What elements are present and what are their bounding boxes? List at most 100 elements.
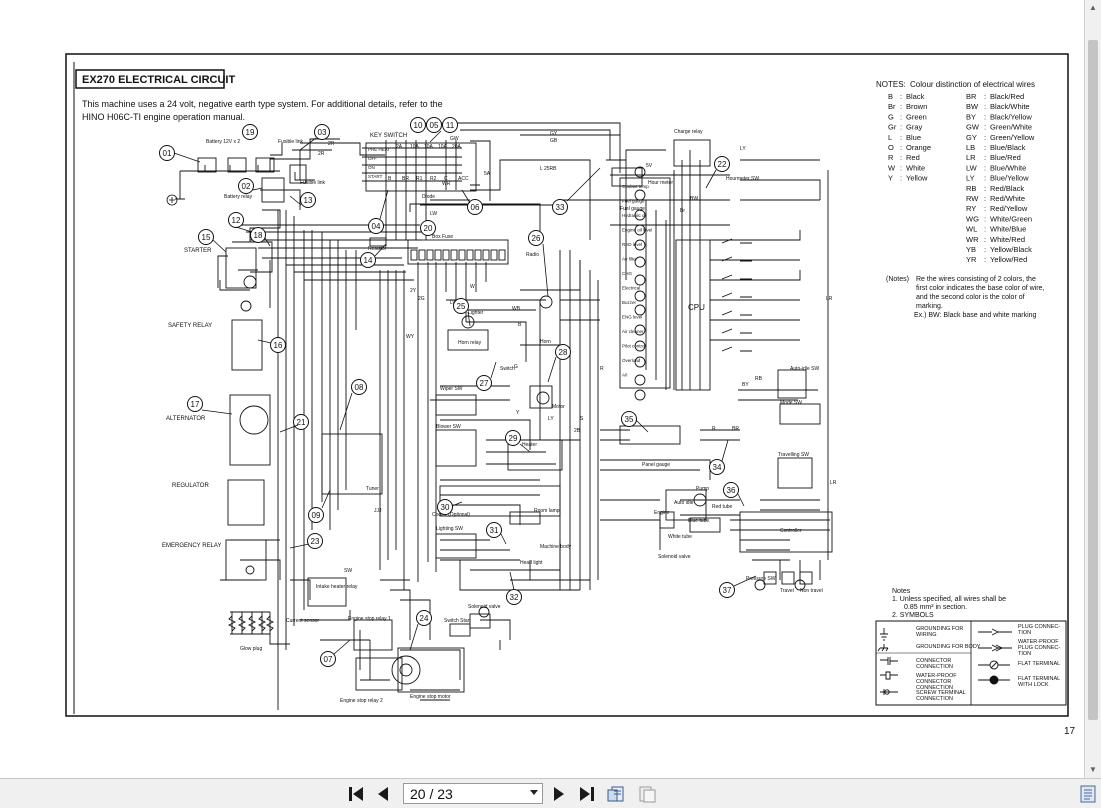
wire-color-name: Blue bbox=[906, 133, 921, 142]
fuse-cell bbox=[466, 249, 474, 261]
component-box bbox=[227, 157, 247, 173]
callout-leader bbox=[542, 243, 549, 297]
component-label-non-travel: Non travel bbox=[800, 588, 823, 594]
callout-leader bbox=[566, 167, 601, 202]
component-box bbox=[777, 457, 813, 489]
two-page-view-button[interactable] bbox=[636, 784, 658, 804]
component-box bbox=[231, 319, 263, 371]
previous-page-icon bbox=[378, 787, 388, 801]
callout-leader bbox=[509, 571, 515, 591]
wire-color-name: Gray bbox=[906, 123, 923, 132]
fuse-rating: 10A bbox=[410, 144, 420, 150]
page-view-icon bbox=[607, 786, 624, 802]
document-properties-button[interactable] bbox=[1077, 784, 1099, 804]
callout-17: 17 bbox=[187, 396, 203, 412]
component-label-heater: Heater bbox=[522, 442, 537, 448]
wire-color-name: Yellow/Red bbox=[990, 255, 1027, 264]
callout-number: 04 bbox=[372, 222, 381, 231]
wire-color-name: Green bbox=[906, 112, 927, 121]
component-box bbox=[435, 429, 477, 467]
separator: : bbox=[984, 112, 986, 121]
first-page-icon bbox=[349, 787, 363, 801]
wire-color-code: LY bbox=[966, 174, 975, 183]
callout-34: 34 bbox=[709, 459, 725, 475]
callout-leader bbox=[173, 152, 201, 163]
wire bbox=[359, 630, 390, 681]
symbol-label: GROUNDING FOR bbox=[916, 626, 963, 632]
wire-color-tag: WB bbox=[512, 306, 521, 312]
next-page-button[interactable] bbox=[548, 784, 570, 804]
callout-number: 34 bbox=[713, 463, 722, 472]
callout-30: 30 bbox=[437, 499, 453, 515]
scroll-down-icon[interactable]: ▼ bbox=[1089, 765, 1097, 774]
component-box bbox=[507, 439, 563, 471]
callout-01: 01 bbox=[159, 145, 175, 161]
component-box bbox=[261, 177, 285, 203]
single-page-view-button[interactable] bbox=[606, 784, 628, 804]
symbol-label: WATER-PROOF bbox=[1018, 639, 1059, 645]
wire-color-code: LR bbox=[966, 153, 976, 162]
wire-color-code: WR bbox=[966, 235, 979, 244]
wire bbox=[645, 170, 675, 390]
wire-color-code: GW bbox=[966, 123, 980, 132]
wire-color-code: BR bbox=[966, 92, 977, 101]
component-symbol bbox=[634, 340, 646, 352]
title-box bbox=[75, 69, 225, 89]
component-symbol bbox=[634, 374, 646, 386]
component-box bbox=[799, 571, 813, 585]
component-label-travelling-sw: Travelling SW bbox=[778, 452, 809, 458]
wire-color-tag: Y bbox=[516, 410, 520, 416]
callout-number: 07 bbox=[324, 655, 333, 664]
callout-12: 12 bbox=[228, 212, 244, 228]
component-label-red-tube: Red tube bbox=[712, 504, 733, 510]
document-viewport[interactable]: EX270 ELECTRICAL CIRCUIT This machine us… bbox=[0, 0, 1084, 778]
page-navigation-toolbar: 20 / 23 bbox=[0, 778, 1101, 808]
vertical-scrollbar[interactable]: ▲ ▼ bbox=[1084, 0, 1101, 778]
wire-color-code: Gr bbox=[888, 123, 897, 132]
component-symbol bbox=[693, 493, 707, 507]
wire-color-name: White/Red bbox=[990, 235, 1025, 244]
separator: : bbox=[900, 133, 902, 142]
previous-page-button[interactable] bbox=[372, 784, 394, 804]
ground-symbol-icon bbox=[166, 194, 178, 206]
cpu-switch bbox=[721, 256, 752, 262]
component-box bbox=[225, 539, 267, 581]
wire bbox=[329, 240, 357, 530]
callout-24: 24 bbox=[416, 610, 432, 626]
wire bbox=[175, 165, 280, 200]
callout-number: 18 bbox=[254, 231, 263, 240]
wire bbox=[230, 611, 290, 645]
cpu-switch bbox=[721, 292, 752, 298]
key-switch-position: PRE HEAT bbox=[368, 147, 390, 152]
component-label-room-lamp: Room lamp bbox=[534, 508, 560, 514]
first-page-button[interactable] bbox=[345, 784, 367, 804]
scrollbar-thumb[interactable] bbox=[1088, 40, 1098, 720]
separator: : bbox=[984, 163, 986, 172]
last-page-button[interactable] bbox=[576, 784, 598, 804]
component-symbol bbox=[478, 606, 490, 618]
callout-number: 37 bbox=[723, 586, 732, 595]
wire-color-tag: 2B bbox=[574, 428, 581, 434]
bottom-notes-line-1: 1. Unless specified, all wires shall be bbox=[892, 596, 1006, 603]
component-box bbox=[435, 394, 477, 416]
wire-color-code: GY bbox=[966, 133, 977, 142]
wire-color-name: Black/White bbox=[990, 102, 1030, 111]
callout-leader bbox=[451, 501, 463, 507]
cpu-switch bbox=[721, 346, 752, 352]
callout-number: 11 bbox=[446, 121, 455, 130]
component-label-horn-relay: Horn relay bbox=[458, 340, 482, 346]
fuse-cell bbox=[434, 249, 442, 261]
cpu-input-label: RAD level bbox=[622, 242, 642, 247]
wire-color-name: White bbox=[906, 163, 925, 172]
separator: : bbox=[900, 92, 902, 101]
notes-remark-line: Ex.) BW: Black base and white marking bbox=[914, 312, 1037, 319]
wire-color-tag: Br bbox=[680, 208, 685, 214]
wire-color-tag: R bbox=[712, 426, 716, 432]
scroll-up-icon[interactable]: ▲ bbox=[1089, 3, 1097, 12]
fuse-rating: 2A bbox=[396, 144, 403, 150]
wire-color-tag: WR bbox=[442, 181, 451, 187]
cpu-input-label: ENG level bbox=[622, 315, 642, 320]
page-number-select[interactable]: 20 / 23 bbox=[403, 783, 543, 804]
fuse-cell bbox=[474, 249, 482, 261]
component-label-safety-relay: SAFETY RELAY bbox=[168, 323, 212, 329]
